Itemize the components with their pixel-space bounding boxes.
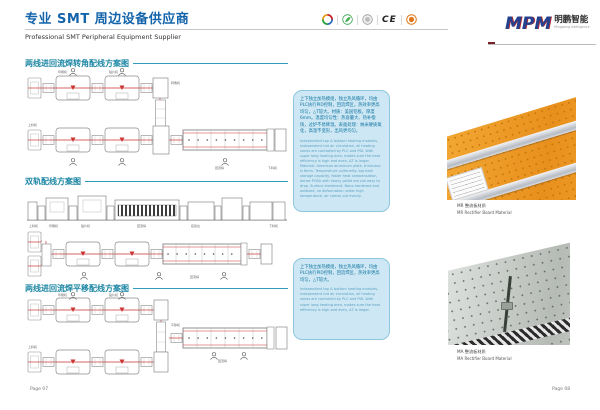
svg-text:印刷机: 印刷机 [49,223,58,228]
top-smt-line [27,297,169,323]
certification-icons: CE [322,14,417,25]
color-wheel-icon [322,14,333,25]
company-logo: MPM 明鹏智能 Mingpeng Intelligence [505,16,590,33]
unloader-machine [274,128,287,152]
diagram-labels: 印刷机 贴片机 转角机 上料机 回流焊 下料机 [28,69,277,170]
diagram-dual-rail-layout: 上料机 印刷机 贴片机 回流焊 接驳台 下料机 [27,195,287,280]
page-subtitle: Professional SMT Peripheral Equipment Su… [25,33,181,41]
caption-en: MA Rectifier Board Material [457,355,512,361]
svg-text:回流焊: 回流焊 [215,165,224,170]
diagram-shuttle-line-layout: 印刷机 贴片机 平移机 上料机 回流焊 [27,292,288,375]
section-3-title: 两线进回流焊平移配线方案图 [25,284,129,293]
divider [400,14,402,25]
section-1-title: 两线进回流焊转角配线方案图 [25,59,129,68]
header-divider-right [488,44,596,45]
photo-2-caption: MA 整流板材质 MA Rectifier Board Material [457,349,512,362]
plan-view: 回流焊 [27,231,273,280]
page-number-right: Page 08 [552,387,571,392]
svg-text:贴片机: 贴片机 [109,69,118,74]
info-box-1-zh: 上下独立加热模组，独立热风循环，均由PLC执行PID控制，回流焊区，热效率更高均… [300,97,382,135]
section-rule [133,62,288,65]
info-box-2: 上下独立加热模组，独立热风循环，均由PLC执行PID控制，回流焊区，热效率更高均… [293,258,390,340]
middle-oven-line [170,326,288,350]
page-title: 专业 SMT 周边设备供应商 [25,12,190,27]
svg-text:上料机: 上料机 [28,122,37,127]
info-box-2-en: Independent top & bottom heating modules… [300,287,381,312]
photo-1-caption: MR 整流板材质 MR Rectifier Board Material [457,203,512,216]
shuttle-unit [153,321,169,373]
clamp [501,302,513,310]
svg-text:贴片机: 贴片机 [109,292,118,297]
divider [357,14,358,25]
svg-text:上料机: 上料机 [29,223,38,228]
photo-ma-rectifier-board [448,240,570,345]
svg-text:回流焊: 回流焊 [190,274,199,279]
elevation-labels: 上料机 印刷机 贴片机 回流焊 接驳台 下料机 [29,223,278,228]
caption-zh: MA 整流板材质 [457,349,486,354]
svg-text:上料机: 上料机 [28,344,37,349]
section-1-header: 两线进回流焊转角配线方案图 [25,58,288,69]
info-box-1-en: Independent top & bottom heating modules… [300,138,381,199]
divider [337,14,338,25]
svg-text:印刷机: 印刷机 [58,69,67,74]
section-2-title: 双轨配线方案图 [25,177,81,186]
bottom-smt-line [27,125,183,155]
operator-icons [69,68,229,166]
section-rule [85,180,288,183]
diagram-corner-line-layout: 印刷机 贴片机 转角机 上料机 回流焊 下料机 [27,68,287,170]
svg-text:下料机: 下料机 [269,223,278,228]
ce-mark: CE [382,14,397,25]
top-smt-line [27,75,169,129]
caption-zh: MR 整流板材质 [457,203,486,208]
section-2-header: 双轨配线方案图 [25,176,288,187]
svg-text:印刷机: 印刷机 [58,292,67,297]
reflow-oven [182,128,275,152]
logo-brand-en: Mingpeng Intelligence [554,24,590,29]
logo-brand-zh: 明鹏智能 [554,15,589,25]
section-rule [133,287,288,290]
section-3-header: 两线进回流焊平移配线方案图 [25,283,288,294]
header-divider-left [25,29,448,30]
svg-text:贴片机: 贴片机 [81,223,90,228]
svg-text:下料机: 下料机 [268,165,277,170]
info-box-2-zh: 上下独立加热模组，独立热风循环，均由PLC执行PID控制，回流焊区，热效率更高均… [300,265,380,283]
divider [377,14,378,25]
elevation-view [27,195,287,221]
photo-mr-rectifier-board [447,92,576,200]
gray-badge-icon [362,14,373,25]
info-box-1: 上下独立加热模组，独立热风循环，均由PLC执行PID控制，回流焊区，热效率更高均… [293,90,390,212]
green-leaf-icon [342,14,353,25]
page-number-left: Page 07 [30,387,49,392]
logo-accent-bar [488,42,495,45]
orange-seal-icon [405,14,417,25]
svg-text:回流焊: 回流焊 [137,223,146,228]
svg-text:平移机: 平移机 [171,322,180,327]
svg-text:回流焊: 回流焊 [218,358,227,363]
logo-mpm-text: MPM [505,14,552,34]
svg-text:转角机: 转角机 [171,80,180,85]
bottom-smt-line [27,349,153,375]
caption-en: MR Rectifier Board Material [457,209,512,215]
diagram-labels: 印刷机 贴片机 平移机 上料机 回流焊 [28,292,227,363]
svg-text:接驳台: 接驳台 [191,223,200,228]
